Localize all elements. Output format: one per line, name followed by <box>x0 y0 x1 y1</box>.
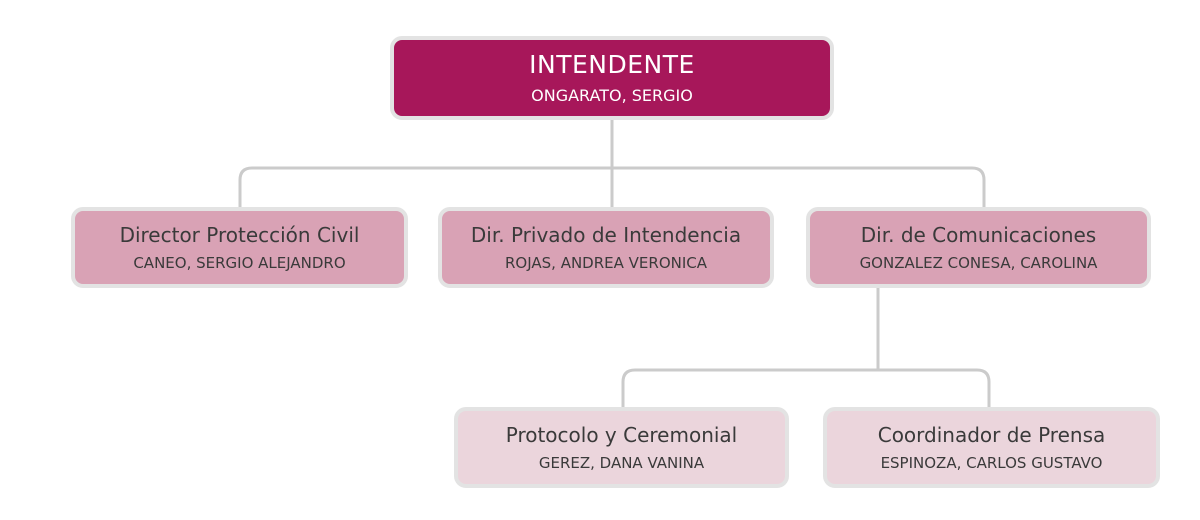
node-person: GONZALEZ CONESA, CAROLINA <box>859 253 1098 272</box>
org-node-comunicaciones: Dir. de Comunicaciones GONZALEZ CONESA, … <box>806 207 1151 288</box>
node-person: ONGARATO, SERGIO <box>531 85 693 105</box>
node-person: GEREZ, DANA VANINA <box>538 453 705 472</box>
node-title: Dir. de Comunicaciones <box>860 222 1097 247</box>
node-title: Coordinador de Prensa <box>877 422 1106 447</box>
connector-level3-bar <box>621 368 991 409</box>
node-title: Dir. Privado de Intendencia <box>470 222 742 247</box>
org-node-intendente: INTENDENTE ONGARATO, SERGIO <box>390 36 834 120</box>
node-title: Director Protección Civil <box>119 222 360 247</box>
node-person: ESPINOZA, CARLOS GUSTAVO <box>880 453 1103 472</box>
node-title: INTENDENTE <box>529 50 695 80</box>
org-node-protocolo-ceremonial: Protocolo y Ceremonial GEREZ, DANA VANIN… <box>454 407 789 488</box>
node-person: CANEO, SERGIO ALEJANDRO <box>133 253 346 272</box>
connector-level2-bar <box>238 166 986 209</box>
node-person: ROJAS, ANDREA VERONICA <box>504 253 708 272</box>
org-node-proteccion-civil: Director Protección Civil CANEO, SERGIO … <box>71 207 408 288</box>
org-node-privado-intendencia: Dir. Privado de Intendencia ROJAS, ANDRE… <box>438 207 774 288</box>
org-node-coordinador-prensa: Coordinador de Prensa ESPINOZA, CARLOS G… <box>823 407 1160 488</box>
node-title: Protocolo y Ceremonial <box>505 422 738 447</box>
